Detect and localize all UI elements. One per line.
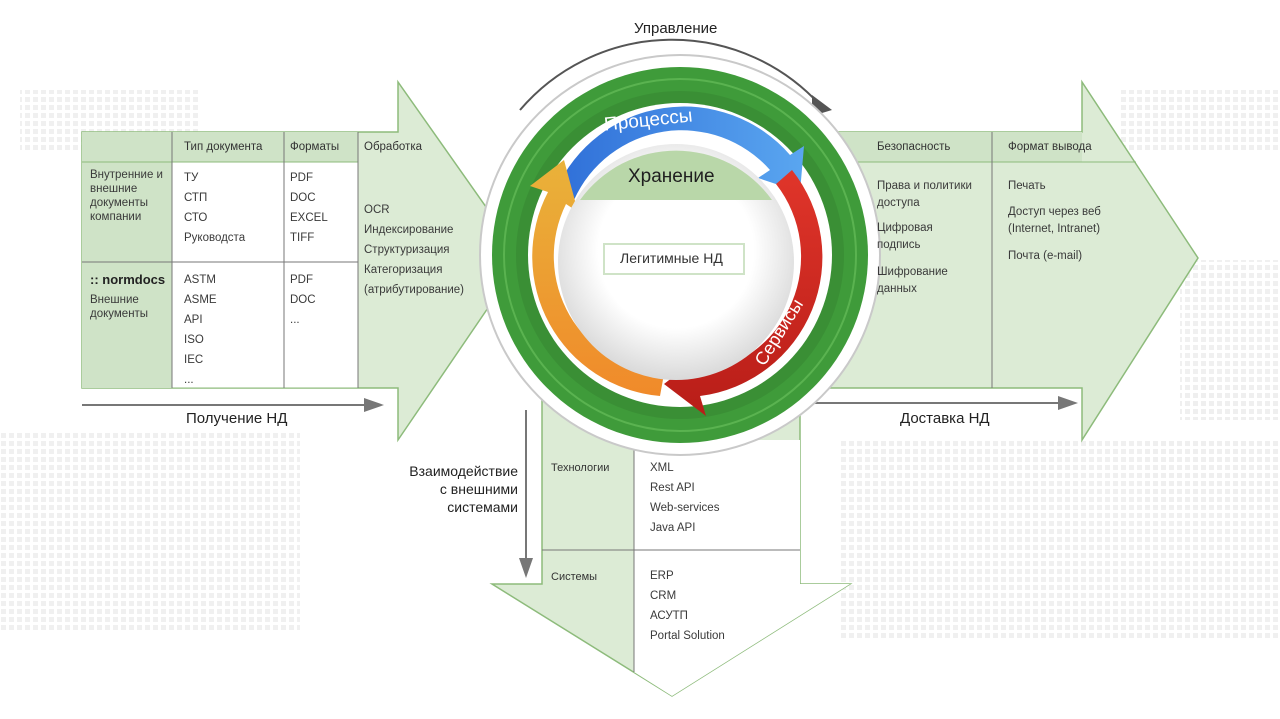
- list-item: ...: [184, 374, 194, 386]
- systems-list: ERP CRM АСУТП Portal Solution: [650, 566, 725, 646]
- list-item: Java API: [650, 522, 696, 534]
- output-item: Почта (e-mail): [1008, 250, 1083, 262]
- right-arrow-panel: [799, 79, 1199, 443]
- header-processing: Обработка: [364, 141, 422, 153]
- list-item: ASME: [184, 294, 217, 306]
- tech-list: XML Rest API Web-services Java API: [650, 458, 719, 538]
- list-item: (атрибутирование): [364, 284, 465, 296]
- storage-label: Хранение: [628, 166, 715, 187]
- list-item: СТО: [184, 212, 208, 224]
- header-security: Безопасность: [877, 141, 951, 153]
- header-doc-type: Тип документа: [184, 141, 263, 153]
- systems-label: Системы: [551, 571, 598, 583]
- list-item: API: [184, 314, 203, 326]
- header-formats: Форматы: [290, 141, 340, 153]
- list-item: CRM: [650, 590, 677, 602]
- list-item: Web-services: [650, 502, 720, 514]
- list-item: PDF: [290, 172, 313, 184]
- list-item: ISO: [184, 334, 204, 346]
- row1-label: Внутренние и внешние документы компании: [90, 169, 163, 223]
- list-item: АСУТП: [650, 610, 688, 622]
- list-item: Portal Solution: [650, 630, 725, 642]
- list-item: Категоризация: [364, 264, 443, 276]
- list-item: Структуризация: [364, 244, 450, 256]
- list-item: ТУ: [184, 172, 199, 184]
- list-item: ERP: [650, 570, 674, 582]
- row1-formats: PDF DOC EXCEL TIFF: [290, 168, 328, 248]
- processes-arc: [556, 106, 804, 200]
- list-item: Индексирование: [364, 224, 454, 236]
- receive-label: Получение НД: [186, 410, 288, 427]
- center-label: Легитимные НД: [620, 250, 723, 266]
- list-item: TIFF: [290, 232, 315, 244]
- processing-list: OCR Индексирование Структуризация Катего…: [364, 200, 464, 300]
- left-arrow-panel: [81, 79, 523, 443]
- management-label: Управление: [634, 20, 718, 37]
- bottom-arrow-panel: [489, 399, 853, 697]
- list-item: IEC: [184, 354, 204, 366]
- output-item: Доступ через веб (Internet, Intranet): [1008, 206, 1101, 235]
- list-item: ASTM: [184, 274, 216, 286]
- storage-cycle-arc: [530, 160, 664, 396]
- list-item: DOC: [290, 294, 316, 306]
- list-item: Руководста: [184, 232, 246, 244]
- normdocs-brand: :: normdocs: [90, 272, 166, 287]
- list-item: ...: [290, 314, 300, 326]
- list-item: СТП: [184, 192, 208, 204]
- storage-band: [580, 150, 772, 200]
- output-item: Печать: [1008, 180, 1046, 192]
- list-item: XML: [650, 462, 674, 474]
- row2-formats: PDF DOC ...: [290, 270, 316, 330]
- background-texture: [0, 90, 1280, 640]
- header-output-format: Формат вывода: [1008, 141, 1092, 153]
- row1-types: ТУ СТП СТО Руководста: [184, 168, 245, 248]
- row2-types: ASTM ASME API ISO IEC ...: [184, 270, 217, 390]
- list-item: Rest API: [650, 482, 695, 494]
- interaction-label: Взаимодействие с внешними системами: [409, 463, 518, 515]
- security-item: Цифровая подпись: [877, 222, 933, 251]
- list-item: DOC: [290, 192, 316, 204]
- row2-label: Внешние документы: [90, 294, 149, 320]
- security-item: Права и политики доступа: [877, 180, 972, 209]
- delivery-label: Доставка НД: [900, 410, 990, 427]
- tech-label: Технологии: [551, 462, 610, 474]
- list-item: PDF: [290, 274, 313, 286]
- services-arc: [664, 170, 823, 416]
- list-item: EXCEL: [290, 212, 328, 224]
- center-label-box: [603, 243, 745, 275]
- security-item: Шифрование данных: [877, 266, 948, 295]
- list-item: OCR: [364, 204, 390, 216]
